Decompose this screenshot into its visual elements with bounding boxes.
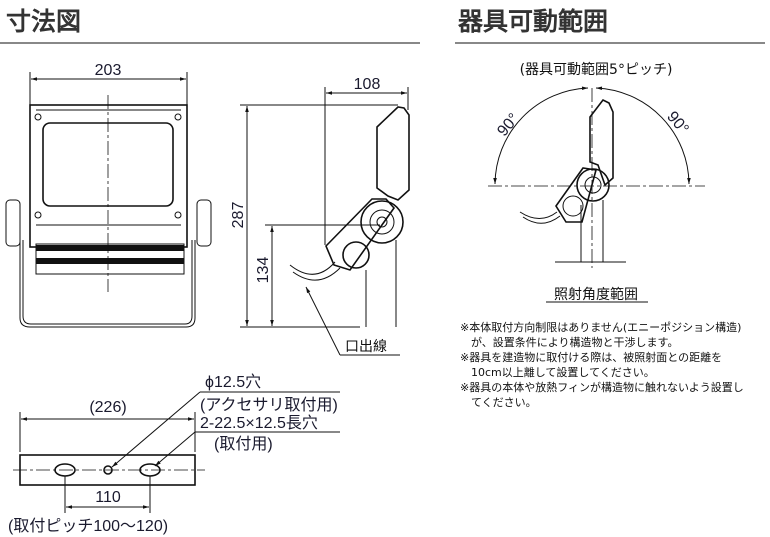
height-dimension: 287 [230, 202, 247, 229]
mounting-plate-view: (226) 110 (取付ピッチ100〜120) ϕ12.5穴 (アクセサリ取付… [8, 373, 340, 535]
hole-label: ϕ12.5穴 [205, 373, 261, 391]
depth-dimension: 108 [354, 76, 381, 93]
notes: ※本体取付方向制限はありません(エニーポジション構造) が、設置条件により構造物… [460, 320, 744, 409]
range-title: (器具可動範囲5°ピッチ) [520, 61, 673, 78]
heading-dimensions: 寸法図 [6, 7, 81, 36]
slot-purpose: (取付用) [214, 435, 273, 453]
note-line: ※本体取付方向制限はありません(エニーポジション構造) [460, 320, 741, 334]
range-caption: 照射角度範囲 [554, 286, 638, 303]
right-angle: 90° [663, 108, 692, 137]
note-line: 10cm以上離して設置してください。 [460, 365, 655, 379]
heading-movable-range: 器具可動範囲 [457, 7, 608, 36]
pitch-dimension: 110 [95, 489, 121, 506]
accessory-hole [103, 465, 113, 475]
pivot-height-dimension: 134 [255, 257, 272, 284]
side-view: 287 134 108 口出線 [230, 76, 410, 356]
note-line: てください。 [460, 396, 537, 409]
pitch-note: (取付ピッチ100〜120) [8, 517, 168, 535]
cable-outlet-label: 口出線 [345, 339, 387, 355]
note-line: が、設置条件により構造物と干渉します。 [460, 335, 678, 349]
width-dimension: 203 [95, 62, 122, 79]
note-line: ※器具を建造物に取付ける際は、被照射面との距離を [460, 350, 722, 364]
note-line: ※器具の本体や放熱フィンが構造物に触れないよう設置し [460, 380, 744, 394]
range-diagram: (器具可動範囲5°ピッチ) 90° 90° 照射角度範囲 [488, 61, 705, 303]
slot-label: 2-22.5×12.5長穴 [200, 414, 318, 432]
hole-purpose: (アクセサリ取付用) [200, 396, 338, 414]
plate-length-dimension: (226) [89, 399, 126, 416]
left-angle: 90° [494, 110, 523, 139]
front-view: 203 [5, 62, 212, 328]
